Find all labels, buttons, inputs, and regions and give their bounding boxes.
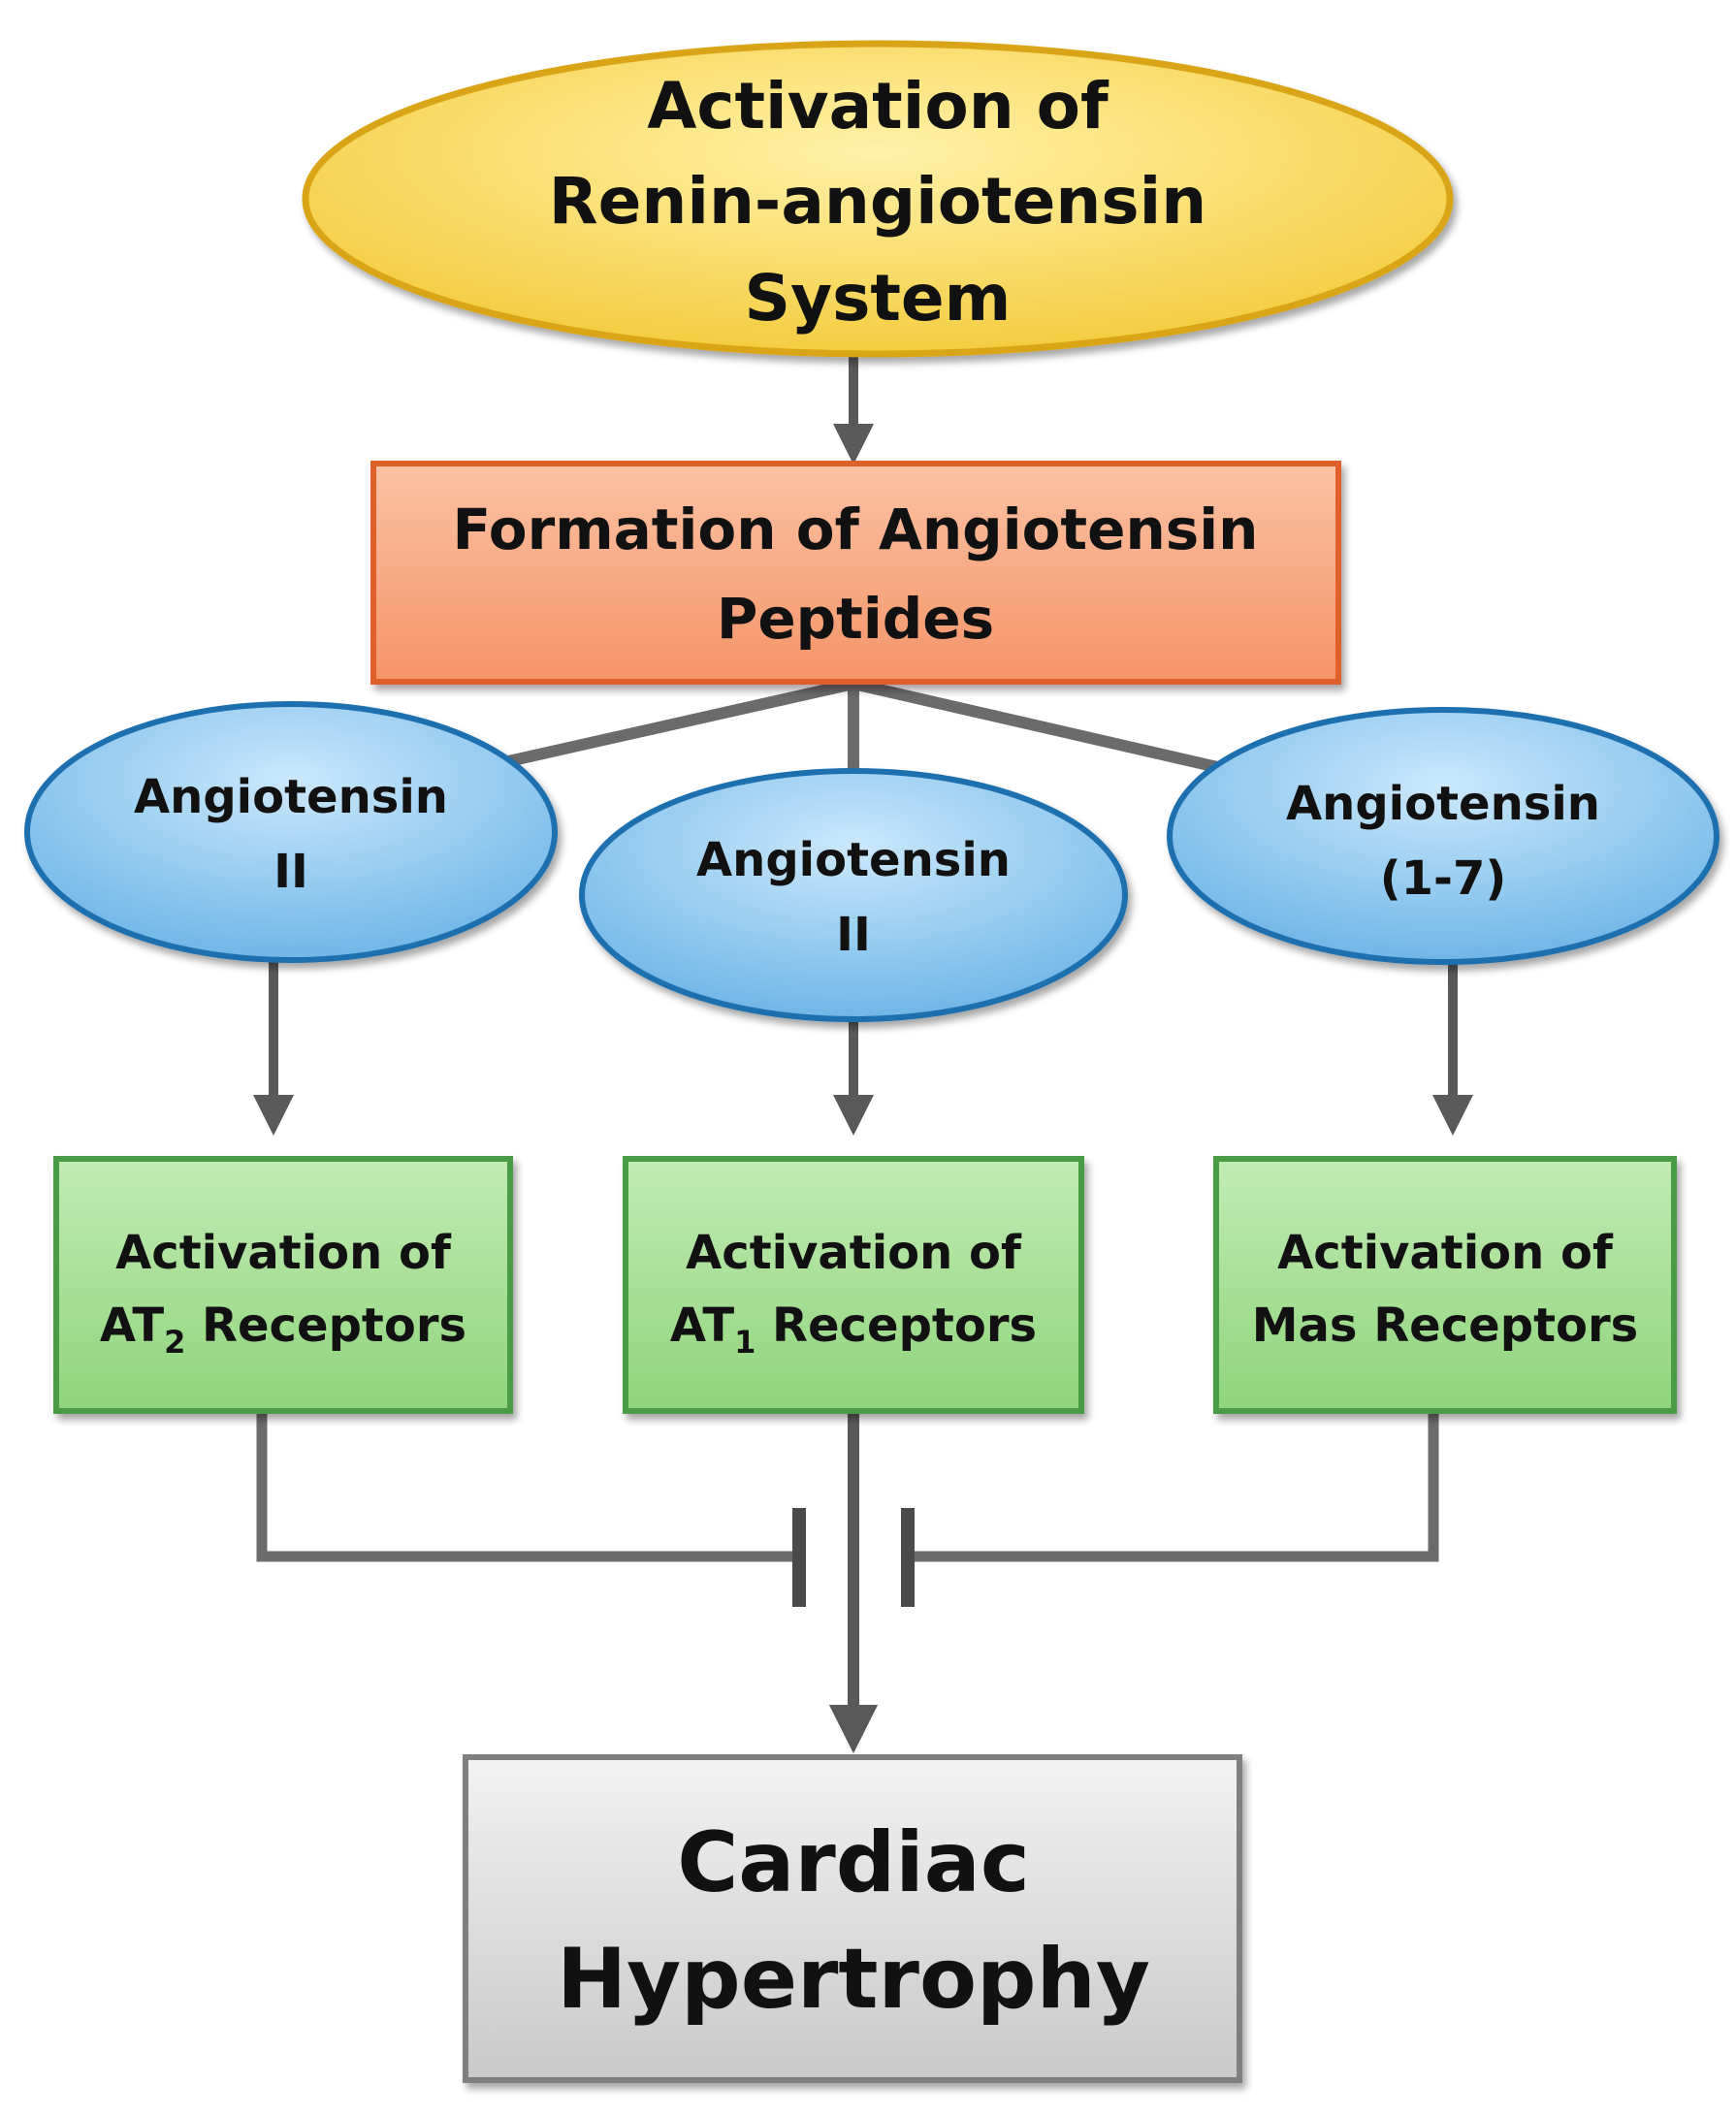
node-formation-peptides: Formation of Angiotensin Peptides: [370, 461, 1341, 685]
node-activation-ras-line2: Renin-angiotensin: [549, 164, 1207, 239]
node-activation-ras-line3: System: [745, 261, 1012, 336]
node-activation-ras-line1: Activation of: [647, 69, 1109, 144]
node-cardiac-hypertrophy: Cardiac Hypertrophy: [463, 1754, 1242, 2083]
inhibit-line-mas: [910, 1414, 1439, 1562]
peptide-right-line1: Angiotensin: [1286, 777, 1600, 831]
peptide-right-line2: (1-7): [1380, 851, 1507, 906]
node-angiotensin-ii-left: Angiotensin II: [24, 701, 558, 963]
node-formation-line1: Formation of Angiotensin: [453, 497, 1259, 562]
at1-line2: AT1 Receptors: [670, 1298, 1037, 1361]
at2-line1: Activation of: [115, 1226, 452, 1280]
node-formation-line2: Peptides: [717, 586, 994, 652]
node-activation-ras: Activation of Renin-angiotensin System: [302, 40, 1454, 358]
node-angiotensin-ii-center: Angiotensin II: [579, 768, 1128, 1022]
branch-line-left: [502, 678, 855, 768]
outcome-line1: Cardiac: [677, 1814, 1030, 1911]
at1-line1: Activation of: [686, 1226, 1022, 1280]
mas-line1: Activation of: [1277, 1226, 1614, 1280]
node-angiotensin-1-7-right: Angiotensin (1-7): [1167, 707, 1720, 965]
branch-line-right: [852, 678, 1219, 773]
inhibit-line-at2: [256, 1414, 797, 1562]
node-at1-receptors: Activation of AT1 Receptors: [623, 1156, 1084, 1414]
at2-line2: AT2 Receptors: [100, 1298, 466, 1361]
mas-line2: Mas Receptors: [1252, 1298, 1638, 1353]
peptide-center-line2: II: [836, 908, 871, 962]
peptide-left-line2: II: [273, 845, 308, 899]
outcome-line2: Hypertrophy: [557, 1931, 1150, 2028]
node-mas-receptors: Activation of Mas Receptors: [1213, 1156, 1677, 1414]
node-at2-receptors: Activation of AT2 Receptors: [53, 1156, 513, 1414]
connectors: [253, 357, 1473, 1754]
peptide-center-line1: Angiotensin: [696, 833, 1011, 887]
peptide-left-line1: Angiotensin: [134, 770, 448, 824]
